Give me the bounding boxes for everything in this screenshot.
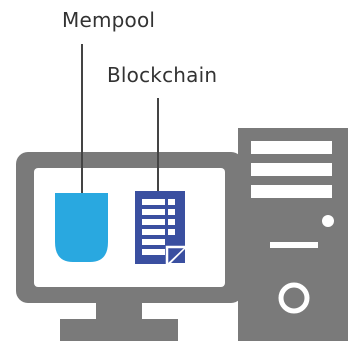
monitor-neck [96, 303, 142, 319]
ledger-document-icon [135, 191, 185, 264]
power-led-icon [322, 215, 334, 227]
cup-container-icon [55, 193, 108, 262]
power-button-icon [278, 282, 310, 314]
monitor-base [60, 319, 178, 341]
mempool-label: Mempool [62, 8, 156, 32]
monitor-icon [16, 152, 243, 341]
blockchain-label: Blockchain [107, 63, 218, 87]
computer-tower-icon [238, 128, 348, 341]
